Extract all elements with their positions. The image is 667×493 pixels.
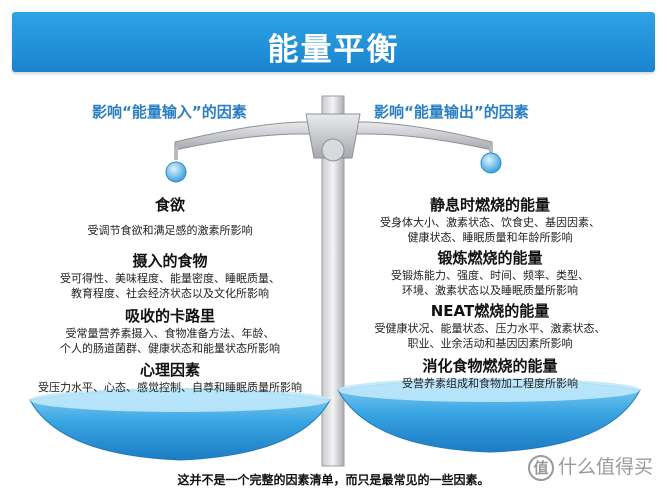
factor-heading: NEAT燃烧的能量 bbox=[430, 302, 550, 320]
factor-description: 环境、激素状态以及睡眠质量所影响 bbox=[402, 284, 578, 297]
left-factor-psychology: 心理因素 受压力水平、心态、感觉控制、自尊和睡眠质量所影响 bbox=[20, 359, 320, 395]
factor-description: 受压力水平、心态、感觉控制、自尊和睡眠质量所影响 bbox=[38, 381, 302, 394]
right-factor-exercise-energy: 锻炼燃烧的能量 受锻炼能力、强度、时间、频率、类型、 环境、激素状态以及睡眠质量… bbox=[340, 247, 640, 298]
title-banner: 能量平衡 bbox=[12, 12, 655, 72]
factor-heading: 吸收的卡路里 bbox=[124, 307, 215, 325]
factor-heading: 食欲 bbox=[154, 196, 185, 214]
right-factor-resting-energy: 静息时燃烧的能量 受身体大小、激素状态、饮食史、基因因素、 健康状态、睡眠质量和… bbox=[340, 194, 640, 245]
factor-description: 教育程度、社会经济状态以及文化所影响 bbox=[71, 287, 269, 300]
factor-description: 受营养素组成和食物加工程度所影响 bbox=[402, 377, 578, 390]
left-subtitle: 影响“能量输入”的因素 bbox=[92, 103, 247, 121]
factor-description: 受调节食欲和满足感的激素所影响 bbox=[87, 224, 253, 237]
right-factor-neat-energy: NEAT燃烧的能量 受健康状况、能量状态、压力水平、激素状态、 职业、业余活动和… bbox=[340, 300, 640, 351]
factor-heading: 消化食物燃烧的能量 bbox=[422, 357, 558, 375]
right-factor-digestion-energy: 消化食物燃烧的能量 受营养素组成和食物加工程度所影响 bbox=[340, 355, 640, 391]
scale-hub bbox=[305, 113, 361, 159]
factor-description: 健康状态、睡眠质量和年龄所影响 bbox=[407, 231, 573, 244]
factor-heading: 静息时燃烧的能量 bbox=[429, 196, 550, 214]
page-title: 能量平衡 bbox=[267, 32, 400, 68]
footer-note: 这并不是一个完整的因素清单，而只是最常见的一些因素。 bbox=[177, 473, 490, 487]
factor-description: 受锻炼能力、强度、时间、频率、类型、 bbox=[391, 269, 589, 282]
watermark-text: 什么值得买 bbox=[557, 456, 653, 478]
watermark-logo-icon: 值 bbox=[527, 454, 554, 481]
right-subtitle: 影响“能量输出”的因素 bbox=[374, 103, 529, 121]
left-hook-ball bbox=[165, 161, 187, 183]
factor-description: 受常量营养素摄入、食物准备方法、年龄、 bbox=[65, 327, 275, 340]
factor-description: 受可得性、美味程度、能量密度、睡眠质量、 bbox=[60, 272, 280, 285]
right-hook-ball bbox=[480, 152, 502, 174]
factor-description: 个人的肠道菌群、健康状态和能量状态所影响 bbox=[60, 342, 280, 355]
factor-heading: 心理因素 bbox=[139, 361, 200, 379]
scale-pole bbox=[321, 95, 345, 467]
left-factor-food-intake: 摄入的食物 受可得性、美味程度、能量密度、睡眠质量、 教育程度、社会经济状态以及… bbox=[20, 250, 320, 301]
factor-description: 职业、业余活动和基因因素所影响 bbox=[407, 337, 573, 350]
factor-heading: 锻炼燃烧的能量 bbox=[437, 249, 543, 267]
watermark: 值什么值得买 bbox=[527, 452, 653, 481]
factor-description: 受健康状况、能量状态、压力水平、激素状态、 bbox=[374, 322, 606, 335]
factor-description: 受身体大小、激素状态、饮食史、基因因素、 bbox=[380, 216, 600, 229]
left-factor-appetite: 食欲 受调节食欲和满足感的激素所影响 bbox=[20, 194, 320, 238]
left-factor-absorbed-calories: 吸收的卡路里 受常量营养素摄入、食物准备方法、年龄、 个人的肠道菌群、健康状态和… bbox=[20, 305, 320, 356]
factor-heading: 摄入的食物 bbox=[132, 252, 208, 270]
scale-pivot bbox=[321, 138, 345, 162]
